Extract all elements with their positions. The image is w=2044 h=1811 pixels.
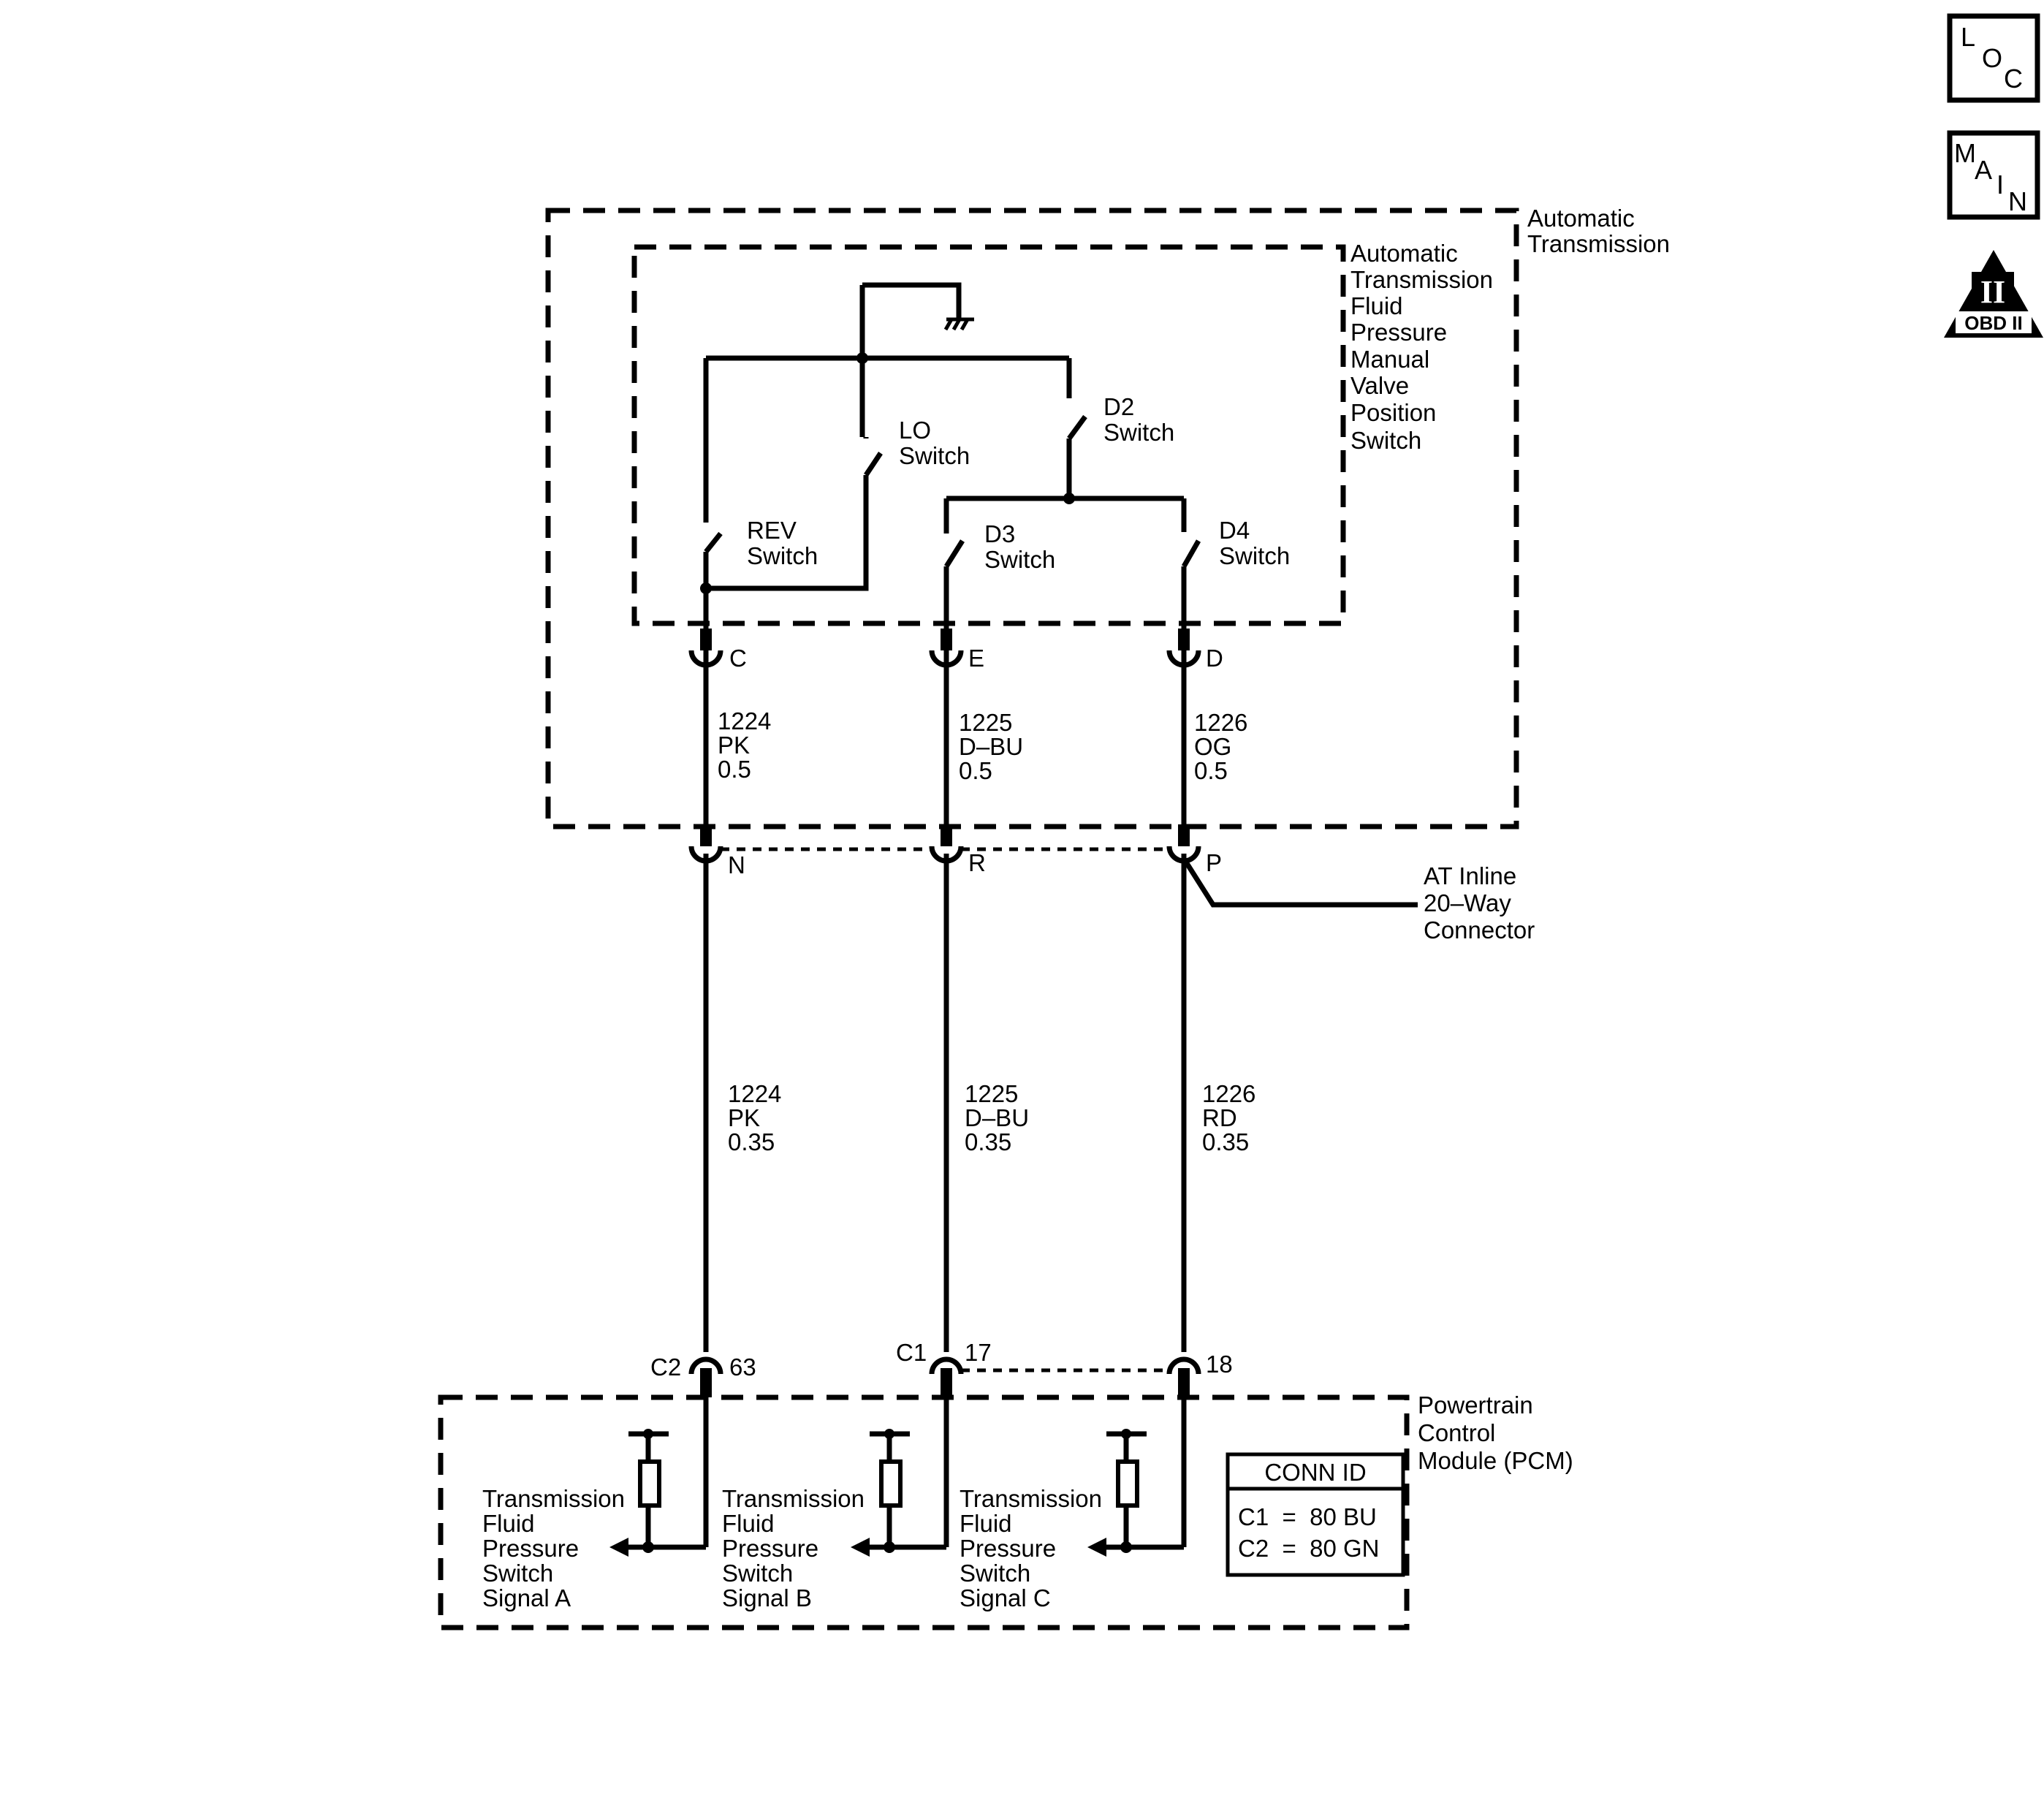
- switch-box-label: Automatic Transmission Fluid Pressure Ma…: [1350, 240, 1500, 454]
- pcm-pin-63: 63: [729, 1353, 756, 1381]
- d4-switch-label: D4 Switch: [1219, 517, 1290, 569]
- conn-id-row-c2: C2 = 80 GN: [1238, 1535, 1380, 1562]
- signal-a-label: Transmission Fluid Pressure Switch Signa…: [482, 1485, 631, 1611]
- pcm-signal-circuit-b: [851, 1397, 949, 1557]
- d3-switch-label: D3 Switch: [984, 520, 1055, 573]
- conn-id-table: CONN ID C1 = 80 BU C2 = 80 GN: [1226, 1452, 1405, 1577]
- switch-network: [700, 282, 1201, 634]
- pin-d: D: [1206, 645, 1223, 672]
- resistor-icon: [638, 1459, 661, 1508]
- wire-lower-2: 1225 D–BU 0.35: [965, 1080, 1036, 1155]
- d2-switch-label: D2 Switch: [1103, 393, 1174, 446]
- obd-numeral: II: [1980, 274, 2005, 310]
- wires: [703, 634, 1187, 1397]
- conn-id-row-c1: C1 = 80 BU: [1238, 1503, 1377, 1530]
- valve-position-switch-box: [631, 244, 1346, 626]
- automatic-transmission-box: [545, 208, 1519, 829]
- main-letter-m: M: [1954, 138, 1976, 168]
- resistor-icon: [1116, 1459, 1139, 1508]
- pcm-signal-circuit-c: [1087, 1397, 1187, 1557]
- pcm-signal-circuit-a: [609, 1397, 709, 1557]
- inline-connector-label: AT Inline 20–Way Connector: [1424, 862, 1535, 944]
- obd-ii-button[interactable]: II OBD II: [1944, 250, 2043, 338]
- loc-letter-c: C: [2004, 64, 2023, 94]
- pcm-conn-c1: C1: [896, 1339, 927, 1366]
- loc-letter-o: O: [1982, 43, 2002, 73]
- arrow-left-icon: [1087, 1538, 1106, 1557]
- signal-b-label: Transmission Fluid Pressure Switch Signa…: [722, 1485, 871, 1611]
- wire-upper-1: 1224 PK 0.5: [718, 707, 778, 783]
- main-letter-a: A: [1975, 155, 1992, 185]
- loc-letter-l: L: [1961, 22, 1975, 52]
- loc-button[interactable]: L O C: [1947, 13, 2040, 103]
- wire-lower-3: 1226 RD 0.35: [1202, 1080, 1263, 1155]
- pcm-connectors: [688, 1356, 1201, 1397]
- pin-n: N: [728, 851, 745, 878]
- rev-switch-label: REV Switch: [747, 517, 818, 569]
- lo-switch-label: LO Switch: [899, 417, 970, 469]
- obd-label: OBD II: [1964, 312, 2022, 334]
- wire-upper-2: 1225 D–BU 0.5: [959, 709, 1030, 784]
- pin-c: C: [729, 645, 747, 672]
- inline-connectors: [688, 824, 1418, 908]
- pcm-box-label: Powertrain Control Module (PCM): [1418, 1392, 1573, 1474]
- pcm-pin-18: 18: [1206, 1351, 1233, 1378]
- main-letter-i: I: [1996, 170, 2004, 200]
- wire-lower-1: 1224 PK 0.35: [728, 1080, 789, 1155]
- main-button[interactable]: M A I N: [1947, 130, 2040, 220]
- pcm-conn-c2: C2: [650, 1353, 681, 1381]
- resistor-icon: [879, 1459, 903, 1508]
- at-box-label: Automatic Transmission: [1527, 205, 1670, 257]
- arrow-left-icon: [851, 1538, 870, 1557]
- pin-p: P: [1206, 849, 1222, 876]
- arrow-left-icon: [609, 1538, 628, 1557]
- wire-upper-3: 1226 OG 0.5: [1194, 709, 1255, 784]
- pin-e: E: [968, 645, 984, 672]
- conn-id-title: CONN ID: [1264, 1459, 1366, 1486]
- pcm-pin-17: 17: [965, 1339, 992, 1366]
- signal-c-label: Transmission Fluid Pressure Switch Signa…: [960, 1485, 1109, 1611]
- main-letter-n: N: [2008, 186, 2027, 216]
- ground-icon: [943, 317, 974, 331]
- upper-connectors: [688, 629, 1201, 668]
- pin-r: R: [968, 849, 986, 876]
